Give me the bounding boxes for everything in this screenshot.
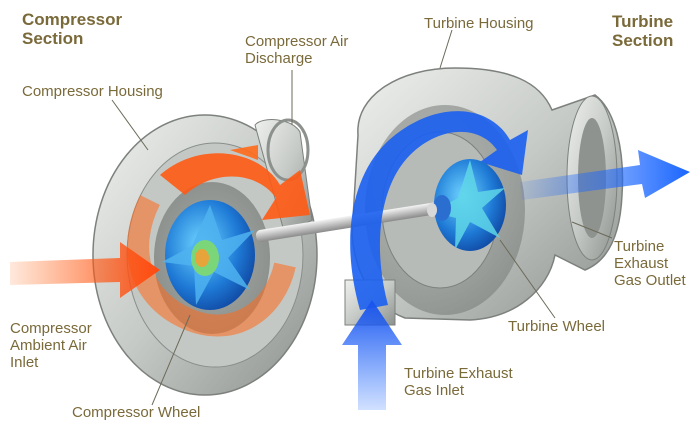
compressor-airflow-arrow (127, 145, 310, 337)
ambient-air-inlet-arrow (10, 242, 160, 298)
turbine-section-heading: Turbine Section (612, 12, 674, 50)
exhaust-gas-outlet-arrow (520, 150, 690, 200)
compressor-air-discharge-label: Compressor Air Discharge (245, 33, 349, 67)
compressor-ambient-air-inlet-label: Compressor Ambient Air Inlet (10, 320, 92, 371)
compressor-wheel (162, 200, 255, 310)
leader-lines (111, 29, 613, 406)
turbine-wheel-label: Turbine Wheel (508, 318, 605, 335)
compressor-wheel-label: Compressor Wheel (72, 404, 201, 421)
compressor-section-heading: Compressor Section (22, 10, 123, 48)
turbine-exhaust-flow-arrow (350, 111, 528, 311)
turbine-housing-label: Turbine Housing (424, 15, 534, 32)
turbine-wheel (427, 159, 506, 251)
compressor-housing-label: Compressor Housing (22, 83, 163, 100)
exhaust-gas-inlet-arrow (342, 300, 402, 410)
turbine-exhaust-gas-outlet-label: Turbine Exhaust Gas Outlet (614, 238, 686, 289)
turbine-exhaust-gas-inlet-label: Turbine Exhaust Gas Inlet (404, 365, 513, 399)
